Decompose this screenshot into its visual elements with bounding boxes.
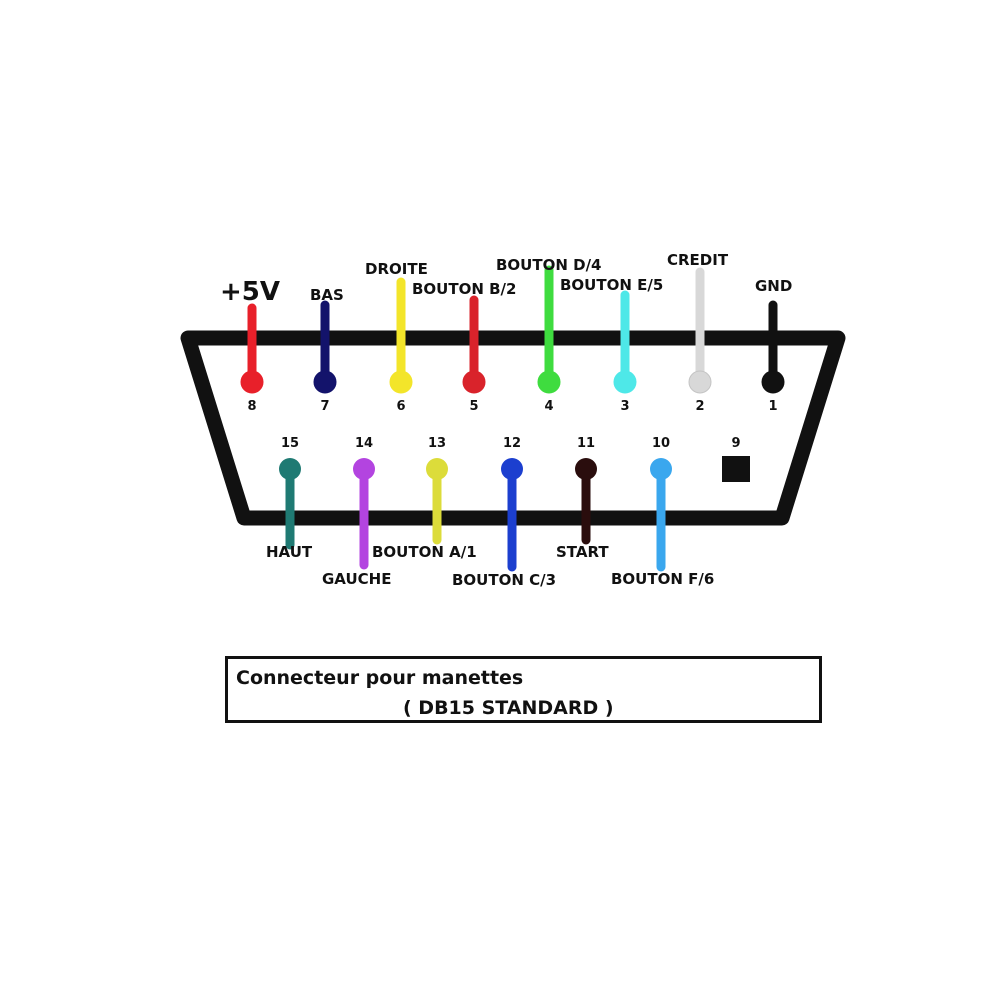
caption-box: Connecteur pour manettes ( DB15 STANDARD…	[225, 656, 822, 723]
pin-number-4: 4	[544, 399, 553, 414]
pin-4-dot	[537, 370, 561, 394]
pin-number-15: 15	[281, 436, 299, 451]
pin-label-1: GND	[755, 277, 792, 295]
pin-number-6: 6	[396, 399, 405, 414]
pin-number-8: 8	[247, 399, 256, 414]
pin-2-dot	[688, 370, 712, 394]
pin-number-13: 13	[428, 436, 446, 451]
pin-number-7: 7	[320, 399, 329, 414]
pin-6-dot	[389, 370, 413, 394]
pin-9-square	[722, 456, 750, 482]
pin-10-dot	[650, 458, 672, 480]
pin-label-11: START	[556, 543, 609, 561]
pin-number-12: 12	[503, 436, 521, 451]
pin-numbers: 8 7 6 5 4 3 2 1 15 14 13 12 11 10 9	[247, 399, 777, 451]
pin-number-3: 3	[620, 399, 629, 414]
pin-number-14: 14	[355, 436, 373, 451]
pin-label-3: BOUTON E/5	[560, 276, 663, 294]
pin-label-2: CREDIT	[667, 251, 729, 269]
pin-label-5: BOUTON B/2	[412, 280, 516, 298]
pin-number-9: 9	[731, 436, 740, 451]
pin-label-4: BOUTON D/4	[496, 256, 602, 274]
pin-label-15: HAUT	[266, 543, 313, 561]
pin-15-dot	[279, 458, 301, 480]
pin-number-11: 11	[577, 436, 595, 451]
pin-11-dot	[575, 458, 597, 480]
pin-label-12: BOUTON C/3	[452, 571, 556, 589]
caption-title: Connecteur pour manettes	[236, 667, 524, 689]
pin-label-7: BAS	[310, 286, 344, 304]
pin-number-2: 2	[695, 399, 704, 414]
pin-8-dot	[240, 370, 264, 394]
pin-label-8: +5V	[220, 277, 280, 307]
pin-number-5: 5	[469, 399, 478, 414]
pin-label-6: DROITE	[365, 260, 428, 278]
caption-subtitle: ( DB15 STANDARD )	[403, 697, 614, 719]
pin-7-dot	[313, 370, 337, 394]
pin-3-dot	[613, 370, 637, 394]
pin-label-13: BOUTON A/1	[372, 543, 477, 561]
pin-12-dot	[501, 458, 523, 480]
pin-number-10: 10	[652, 436, 670, 451]
pin-1-dot	[761, 370, 785, 394]
pin-5-dot	[462, 370, 486, 394]
pin-label-10: BOUTON F/6	[611, 570, 714, 588]
pin-13-dot	[426, 458, 448, 480]
pin-number-1: 1	[768, 399, 777, 414]
pin-label-14: GAUCHE	[322, 570, 391, 588]
pin-wires	[240, 265, 785, 572]
pin-14-dot	[353, 458, 375, 480]
